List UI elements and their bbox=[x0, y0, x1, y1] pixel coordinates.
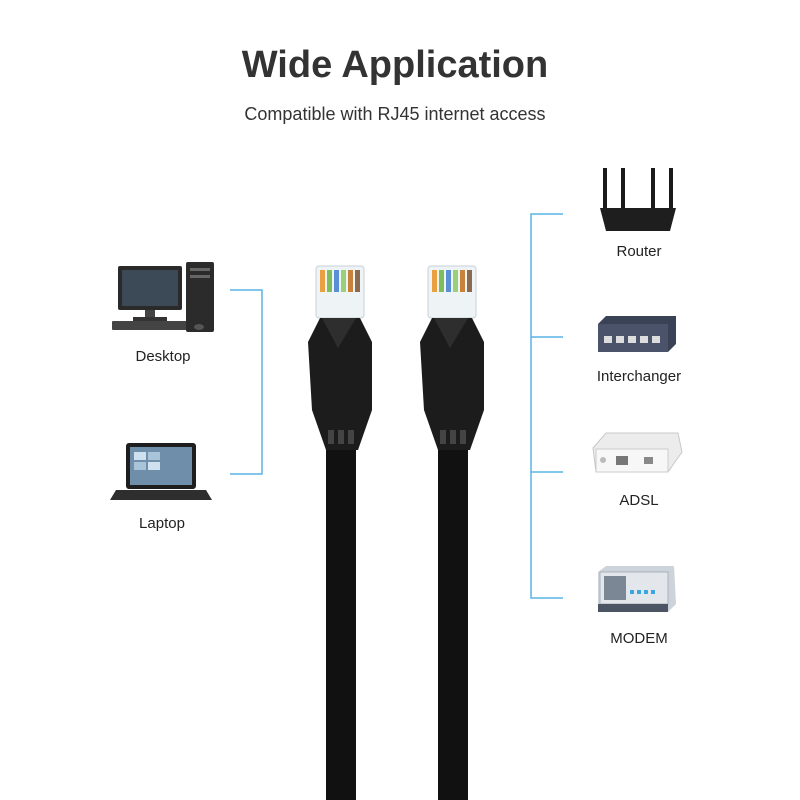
left-connector-lines bbox=[230, 289, 263, 475]
device-label-interchanger: Interchanger bbox=[596, 368, 682, 385]
rj45-cable-icon bbox=[308, 265, 484, 800]
switch-icon bbox=[598, 316, 676, 352]
device-label-adsl: ADSL bbox=[619, 492, 659, 509]
laptop-icon bbox=[110, 443, 212, 500]
desktop-icon bbox=[112, 262, 214, 332]
page-title: Wide Application bbox=[241, 44, 549, 86]
adsl-icon bbox=[592, 432, 683, 473]
modem-icon bbox=[598, 566, 676, 612]
page-subtitle: Compatible with RJ45 internet access bbox=[244, 104, 546, 124]
rj45-plug-left bbox=[308, 265, 372, 800]
rj45-plug-right bbox=[420, 265, 484, 800]
right-connector-lines bbox=[530, 213, 563, 599]
device-label-desktop: Desktop bbox=[135, 348, 191, 365]
device-label-modem: MODEM bbox=[610, 630, 668, 647]
device-label-laptop: Laptop bbox=[139, 515, 185, 532]
router-icon bbox=[600, 168, 676, 231]
device-label-router: Router bbox=[616, 243, 662, 260]
